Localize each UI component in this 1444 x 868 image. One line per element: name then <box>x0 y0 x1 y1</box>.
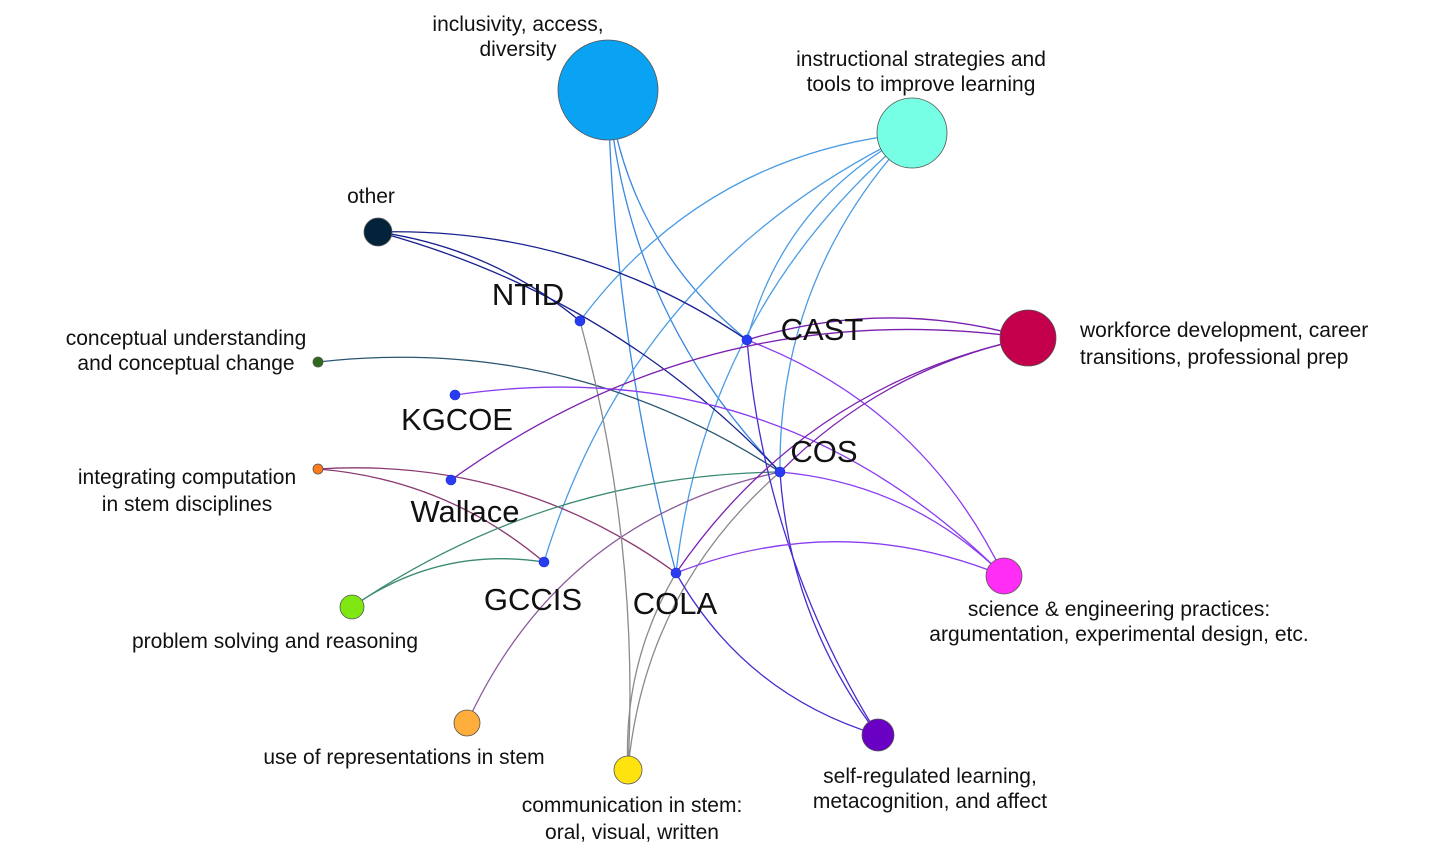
topic-node-workforce[interactable] <box>999 309 1057 367</box>
edge-instructional-gccis <box>543 132 913 563</box>
topic-label-line: problem solving and reasoning <box>132 630 418 653</box>
edge-instructional-cos <box>779 132 913 473</box>
college-label-cos: COS <box>790 434 857 469</box>
college-node-gccis[interactable] <box>538 556 550 568</box>
topic-node-other[interactable] <box>363 217 393 247</box>
topic-label-line: other <box>347 185 395 208</box>
college-label-ntid: NTID <box>492 277 564 312</box>
edge-communication-cos <box>627 471 781 771</box>
topic-label-inclusivity: inclusivity, access,diversity <box>432 13 603 61</box>
edge-other-ntid <box>377 231 581 322</box>
edge-selfreg-cos <box>779 471 879 736</box>
edge-inclusivity-cos <box>607 89 781 473</box>
topic-label-communication: communication in stem: oral, visual, writ… <box>522 794 743 844</box>
edge-science-cast <box>746 339 1005 577</box>
topic-label-line: science & engineering practices: <box>968 598 1270 621</box>
college-node-cos[interactable] <box>774 466 786 478</box>
edge-communication-cola <box>626 572 677 771</box>
topic-node-representations[interactable] <box>453 709 481 737</box>
topic-label-line: integrating computation <box>78 466 296 489</box>
topic-label-line: conceptual understanding <box>66 327 307 350</box>
topic-label-line: in stem disciplines <box>102 493 272 516</box>
edge-selfreg-cast <box>746 339 879 736</box>
edge-instructional-cast <box>746 132 913 341</box>
topic-node-communication[interactable] <box>613 755 643 785</box>
edge-workforce-cast <box>746 317 1029 341</box>
college-label-cast: CAST <box>781 312 864 347</box>
edge-representations-cos <box>466 471 781 724</box>
topic-label-other: other <box>347 185 395 208</box>
nodes-layer <box>312 39 1057 785</box>
topic-label-selfreg: self-regulated learning,metacognition, a… <box>813 765 1047 813</box>
edge-problem-cos <box>351 471 781 608</box>
topic-label-line: metacognition, and affect <box>813 790 1047 813</box>
edges-layer <box>317 89 1029 771</box>
topic-node-selfreg[interactable] <box>861 718 895 752</box>
topic-label-computation: integrating computation in stem disciplin… <box>78 466 296 516</box>
topic-node-science[interactable] <box>985 557 1023 595</box>
labels-layer: inclusivity, access,diversity instruction… <box>66 13 1369 844</box>
college-node-wallace[interactable] <box>445 474 457 486</box>
edge-computation-cola <box>317 467 677 574</box>
edge-computation-gccis <box>317 468 545 563</box>
college-label-gccis: GCCIS <box>484 582 582 617</box>
topic-label-line: self-regulated learning, <box>823 765 1037 788</box>
edge-science-kgcoe <box>454 386 1005 577</box>
topic-label-line: and conceptual change <box>77 352 294 375</box>
topic-label-line: diversity <box>479 38 557 61</box>
topic-label-line: workforce development, career <box>1079 319 1368 342</box>
topic-label-line: communication in stem: <box>522 794 743 817</box>
college-node-cast[interactable] <box>741 334 753 346</box>
edge-selfreg-cola <box>675 572 879 736</box>
edge-science-cola <box>675 541 1005 577</box>
college-label-wallace: Wallace <box>410 494 519 529</box>
edge-conceptual-cos <box>317 356 781 473</box>
topic-label-line: argumentation, experimental design, etc. <box>929 623 1308 646</box>
edge-inclusivity-cola <box>607 89 677 574</box>
topic-node-instructional[interactable] <box>876 97 948 169</box>
college-node-ntid[interactable] <box>574 315 586 327</box>
topic-node-computation[interactable] <box>312 463 324 475</box>
topic-label-line: tools to improve learning <box>807 73 1036 96</box>
topic-label-problem: problem solving and reasoning <box>132 630 418 653</box>
topic-label-science: science & engineering practices:argument… <box>929 598 1308 646</box>
edge-workforce-wallace <box>450 328 1029 481</box>
college-node-kgcoe[interactable] <box>449 389 461 401</box>
topic-label-line: oral, visual, written <box>545 821 719 844</box>
college-label-kgcoe: KGCOE <box>401 402 513 437</box>
edge-instructional-ntid <box>579 132 913 322</box>
topic-label-line: instructional strategies and <box>796 48 1046 71</box>
college-node-cola[interactable] <box>670 567 682 579</box>
topic-node-problem[interactable] <box>339 594 365 620</box>
topic-node-conceptual[interactable] <box>312 356 324 368</box>
topic-label-line: inclusivity, access, <box>432 13 603 36</box>
topic-label-representations: use of representations in stem <box>263 746 544 769</box>
topic-label-line: use of representations in stem <box>263 746 544 769</box>
topic-label-line: transitions, professional prep <box>1080 346 1348 369</box>
topic-label-workforce: workforce development, career transitions… <box>1079 319 1368 369</box>
edge-other-cast <box>377 231 748 341</box>
college-label-cola: COLA <box>633 586 718 621</box>
edge-workforce-cola <box>675 337 1029 574</box>
edge-science-cos <box>779 471 1005 577</box>
topic-node-inclusivity[interactable] <box>557 39 659 141</box>
edge-other-cos <box>377 231 781 473</box>
